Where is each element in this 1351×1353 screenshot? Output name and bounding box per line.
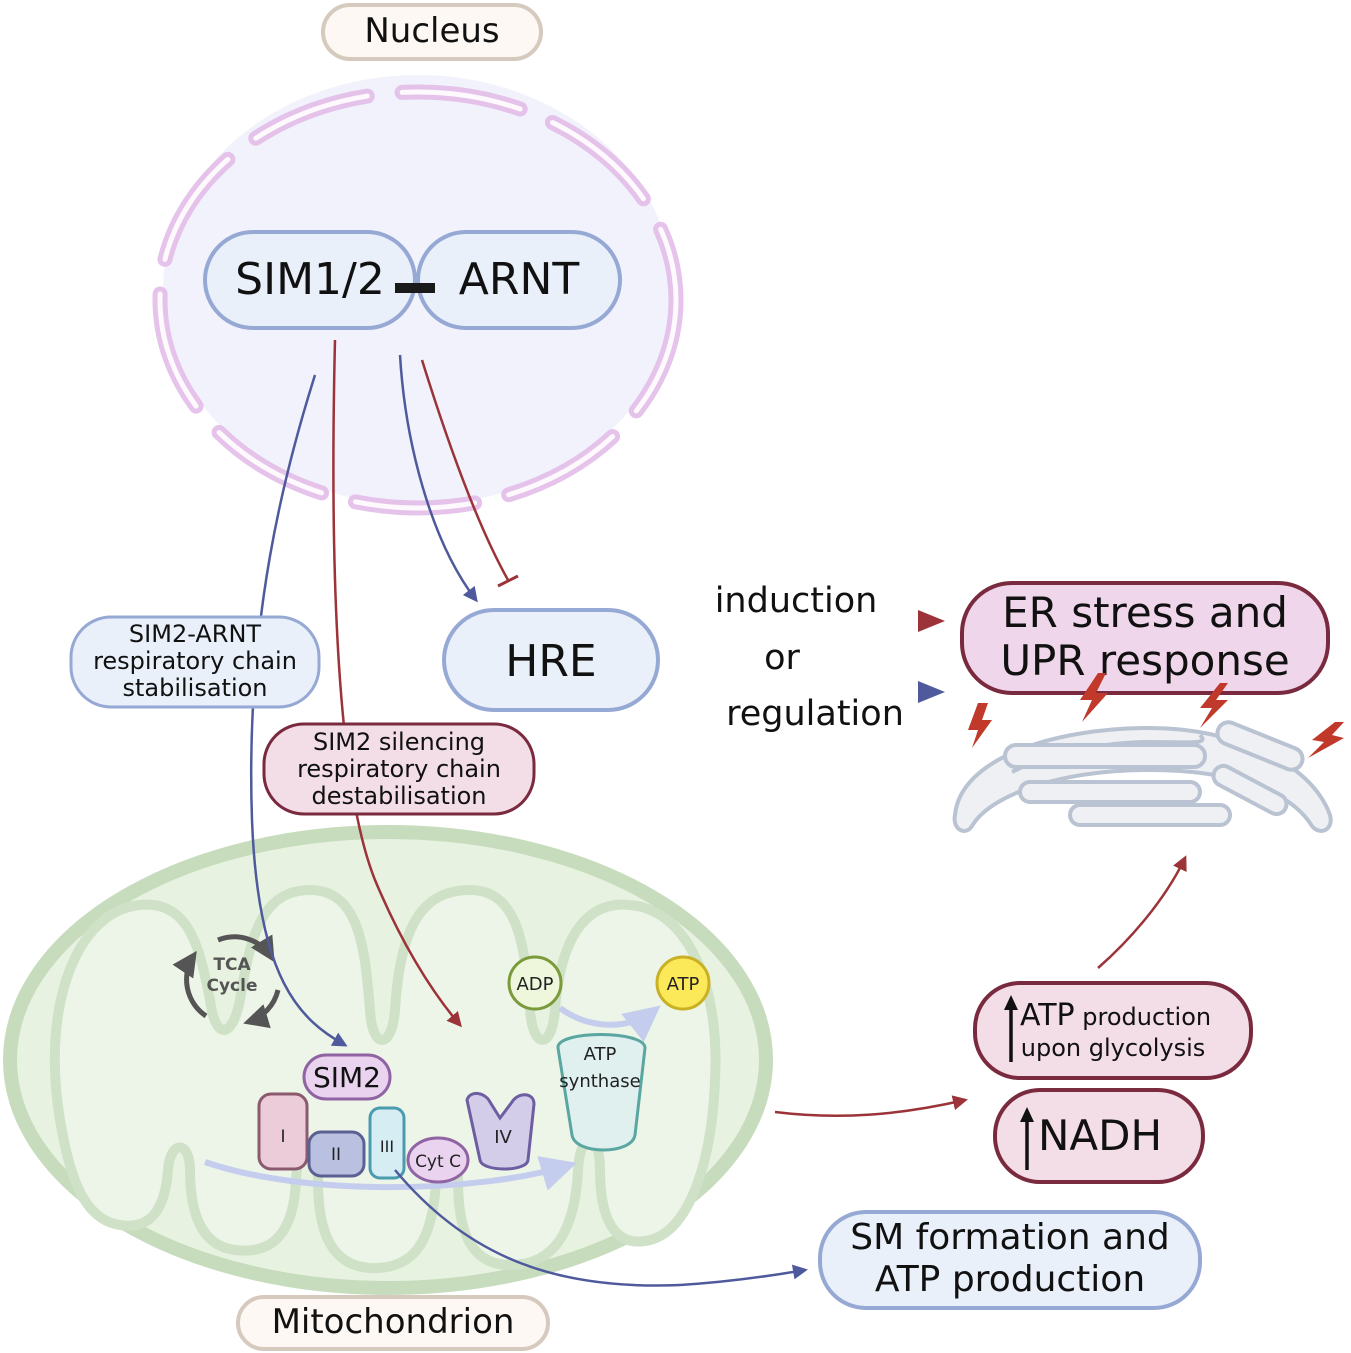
- sim12-arnt-complex: SIM1/2 ARNT: [203, 230, 622, 330]
- stabilisation-box: SIM2-ARNT respiratory chain stabilisatio…: [69, 615, 321, 709]
- cytochrome-c: Cyt C: [406, 1136, 470, 1184]
- adp-label: ADP: [516, 974, 553, 995]
- atp-label: ATP: [667, 974, 700, 995]
- induction-label: induction: [715, 581, 878, 621]
- silencing-line3: destabilisation: [311, 782, 486, 810]
- sm-line2: ATP production: [875, 1259, 1145, 1300]
- silencing-arrow: [332, 339, 462, 1028]
- arnt-label: ARNT: [459, 254, 580, 305]
- er-stress-line2: UPR response: [1000, 636, 1289, 685]
- tca-label-line1: TCA: [213, 955, 251, 975]
- complex-iv-label: IV: [494, 1127, 512, 1148]
- inhibition-bar: [497, 574, 519, 588]
- sm-formation-box: SM formation and ATP production: [818, 1210, 1202, 1310]
- complex-iv: IV: [465, 1092, 536, 1171]
- arnt-pill: [416, 230, 622, 330]
- mitochondrion-label: Mitochondrion: [272, 1302, 515, 1342]
- atp-synthase-label-line1: ATP: [584, 1044, 617, 1065]
- atp-production-box: ATP production upon glycolysis: [973, 981, 1253, 1080]
- nucleus-label-box: Nucleus: [321, 3, 543, 61]
- sm-formation-arrow: [394, 1169, 808, 1287]
- complex-iii: III: [368, 1106, 406, 1180]
- complex-ii-label: II: [331, 1145, 341, 1165]
- sim12-pill: [203, 230, 417, 330]
- sim12-label: SIM1/2: [235, 254, 385, 305]
- lightning-icon: [968, 703, 992, 748]
- er-stress-box: ER stress and UPR response: [960, 581, 1330, 695]
- silencing-box: SIM2 silencing respiratory chain destabi…: [262, 722, 536, 816]
- atp-production-rest: production: [1075, 1003, 1212, 1031]
- nadh-label: NADH: [1038, 1111, 1162, 1160]
- complex-i: I: [257, 1092, 309, 1171]
- stabilisation-line2: respiratory chain: [93, 647, 297, 675]
- silencing-line2: respiratory chain: [297, 755, 501, 783]
- atp-production-line2: upon glycolysis: [1021, 1034, 1206, 1062]
- hre-label: HRE: [505, 636, 596, 687]
- complex-iii-label: III: [380, 1137, 394, 1156]
- complex-ii: II: [307, 1130, 366, 1178]
- stabilisation-line3: stabilisation: [122, 674, 267, 702]
- sm-line1: SM formation and: [850, 1217, 1169, 1258]
- lightning-icon: [1308, 722, 1344, 758]
- svg-text:ATP production: ATP production: [1020, 998, 1211, 1033]
- mitochondrion-label-box: Mitochondrion: [236, 1295, 550, 1351]
- er-stress-line1: ER stress and: [1002, 588, 1288, 637]
- atp-production-to-er-arrow: [1097, 855, 1187, 969]
- dimer-bond: [395, 283, 435, 293]
- atp-production-main: ATP: [1020, 998, 1075, 1033]
- nucleus-label: Nucleus: [364, 11, 499, 51]
- atp-synthase-label-line2: synthase: [559, 1071, 640, 1092]
- stabilisation-arrow: [249, 374, 348, 1047]
- tca-label-line2: Cycle: [207, 976, 258, 996]
- electron-flow-arrow: [204, 1156, 577, 1191]
- endoplasmic-reticulum: [952, 720, 1333, 833]
- hre-box: HRE: [442, 608, 660, 712]
- silencing-line1: SIM2 silencing: [313, 728, 485, 756]
- complex-i-label: I: [280, 1127, 285, 1147]
- stress-bolt-icons: [968, 673, 1344, 758]
- lightning-icon: [1080, 673, 1108, 722]
- stabilisation-line1: SIM2-ARNT: [129, 620, 261, 648]
- inhibition-to-hre-arrow: [420, 359, 510, 581]
- atp-synthase: ATP synthase: [556, 1033, 647, 1152]
- regulation-label: regulation: [726, 694, 904, 734]
- mitochondrion: [3, 825, 773, 1295]
- activation-to-hre-arrow: [398, 354, 478, 603]
- cyt-c-label: Cyt C: [415, 1152, 461, 1172]
- atp-molecule: ATP: [655, 955, 711, 1011]
- adp-to-atp-arrow: [558, 1005, 661, 1043]
- lightning-icon: [1200, 683, 1228, 728]
- mito-to-atp-production-arrow: [774, 1095, 968, 1117]
- sim2-protein: SIM2: [302, 1053, 392, 1101]
- or-label: or: [764, 638, 800, 678]
- nadh-box: NADH: [993, 1088, 1205, 1184]
- sim2-label: SIM2: [313, 1061, 381, 1094]
- tca-cycle: TCA Cycle: [172, 934, 281, 1029]
- adp-molecule: ADP: [507, 955, 563, 1011]
- nuclear-membrane-inner: [157, 89, 679, 511]
